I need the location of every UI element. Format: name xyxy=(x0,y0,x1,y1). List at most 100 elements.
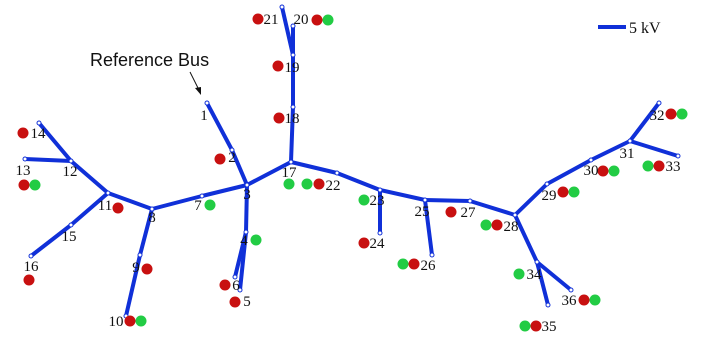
red-marker-bus-20 xyxy=(311,14,323,26)
red-marker-bus-29 xyxy=(557,186,569,198)
line-31-32 xyxy=(628,101,661,143)
bus-node-14 xyxy=(36,120,42,126)
bus-node-22 xyxy=(334,170,340,176)
bus-label-28: 28 xyxy=(504,219,519,235)
line-3-17 xyxy=(245,160,293,187)
green-marker-bus-20 xyxy=(322,14,334,26)
bus-label-31: 31 xyxy=(620,146,635,162)
green-marker-bus-32 xyxy=(676,108,688,120)
red-marker-bus-14 xyxy=(17,127,29,139)
bus-label-7: 7 xyxy=(194,198,202,214)
bus-label-13: 13 xyxy=(16,163,31,179)
green-marker-bus-10 xyxy=(135,315,147,327)
line-9-10 xyxy=(124,253,142,318)
bus-node-5 xyxy=(237,287,243,293)
bus-node-15 xyxy=(68,222,74,228)
bus-node-19 xyxy=(290,52,296,58)
bus-node-8 xyxy=(149,206,155,212)
bus-label-15: 15 xyxy=(62,229,77,245)
line-19-21 xyxy=(280,5,295,57)
line-31-33 xyxy=(628,139,680,158)
labels-layer: 1234567891011121314151617181920212223242… xyxy=(16,12,681,335)
green-marker-bus-4 xyxy=(250,234,262,246)
line-25-27 xyxy=(423,198,472,203)
bus-node-1 xyxy=(204,100,210,106)
nodes-layer xyxy=(22,4,681,319)
green-marker-bus-29 xyxy=(568,186,580,198)
line-8-9 xyxy=(138,207,154,257)
bus-label-5: 5 xyxy=(243,294,251,310)
line-25-26 xyxy=(423,198,434,257)
red-marker-bus-2 xyxy=(214,153,226,165)
bus-label-3: 3 xyxy=(243,187,251,203)
red-marker-bus-9 xyxy=(141,263,153,275)
bus-label-29: 29 xyxy=(542,188,557,204)
legend-label: 5 kV xyxy=(629,20,661,37)
bus-label-33: 33 xyxy=(666,159,681,175)
bus-node-35 xyxy=(545,302,551,308)
red-marker-bus-21 xyxy=(252,13,264,25)
line-3-4 xyxy=(244,183,249,234)
bus-label-12: 12 xyxy=(63,164,78,180)
line-15-16 xyxy=(29,223,73,258)
red-marker-bus-22 xyxy=(313,178,325,190)
legend: 5 kV xyxy=(598,20,661,37)
bus-node-32 xyxy=(656,100,662,106)
red-marker-bus-11 xyxy=(112,202,124,214)
green-marker-bus-28 xyxy=(480,219,492,231)
bus-node-16 xyxy=(28,253,34,259)
line-3-7 xyxy=(200,183,249,198)
bus-node-29 xyxy=(544,181,550,187)
green-marker-bus-17 xyxy=(283,178,295,190)
bus-label-11: 11 xyxy=(98,198,112,214)
bus-label-8: 8 xyxy=(148,210,156,226)
bus-node-9 xyxy=(137,252,143,258)
line-7-8 xyxy=(150,194,204,211)
bus-node-33 xyxy=(675,153,681,159)
line-34-35 xyxy=(535,260,550,307)
bus-label-10: 10 xyxy=(109,314,124,330)
red-marker-bus-28 xyxy=(491,219,503,231)
bus-node-21 xyxy=(279,4,285,10)
red-marker-bus-35 xyxy=(530,320,542,332)
green-marker-bus-22 xyxy=(301,178,313,190)
bus-node-34 xyxy=(534,259,540,265)
bus-label-27: 27 xyxy=(461,205,477,221)
bus-label-21: 21 xyxy=(264,12,279,28)
red-marker-bus-10 xyxy=(124,315,136,327)
bus-node-7 xyxy=(199,193,205,199)
red-marker-bus-33 xyxy=(653,160,665,172)
line-8-11 xyxy=(106,191,154,211)
line-27-28 xyxy=(468,199,517,217)
bus-node-25 xyxy=(422,197,428,203)
bus-node-30 xyxy=(588,157,594,163)
green-marker-bus-26 xyxy=(397,258,409,270)
reference-arrow xyxy=(189,71,200,91)
line-4-5 xyxy=(238,230,248,292)
line-23-25 xyxy=(378,188,427,202)
bus-node-18 xyxy=(290,104,296,110)
bus-node-13 xyxy=(22,156,28,162)
line-12-14 xyxy=(37,121,73,163)
red-marker-bus-36 xyxy=(578,294,590,306)
line-34-36 xyxy=(535,260,573,292)
bus-label-26: 26 xyxy=(421,258,437,274)
red-marker-bus-26 xyxy=(408,258,420,270)
line-22-23 xyxy=(335,171,382,192)
bus-node-23 xyxy=(377,187,383,193)
bus-node-2 xyxy=(229,147,235,153)
bus-label-32: 32 xyxy=(650,108,665,124)
markers-layer xyxy=(17,13,688,332)
red-marker-bus-27 xyxy=(445,206,457,218)
bus-node-20 xyxy=(290,23,296,29)
bus-label-17: 17 xyxy=(282,165,298,181)
red-marker-bus-24 xyxy=(358,237,370,249)
green-marker-bus-33 xyxy=(642,160,654,172)
bus-node-36 xyxy=(568,287,574,293)
line-29-30 xyxy=(545,158,593,186)
bus-node-4 xyxy=(243,229,249,235)
bus-label-34: 34 xyxy=(527,267,543,283)
line-28-29 xyxy=(513,182,549,217)
lines-layer xyxy=(23,5,680,318)
